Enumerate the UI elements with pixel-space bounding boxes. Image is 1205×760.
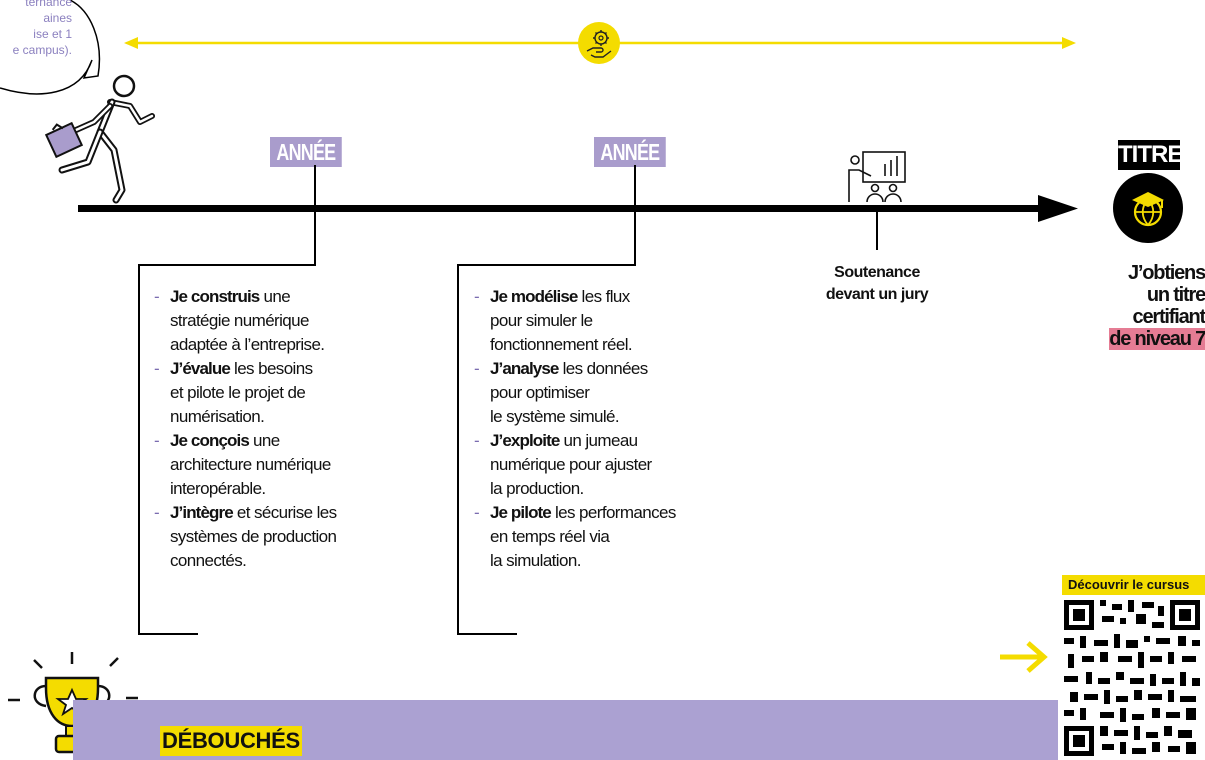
year-1-connector <box>314 165 316 265</box>
speech-bubble <box>0 0 101 95</box>
soutenance-text: Soutenance devant un jury <box>825 264 929 303</box>
bubble-text: ternance aines ise et 1 e campus). <box>12 0 72 57</box>
year-1-bracket-top <box>138 264 316 266</box>
qr-code[interactable] <box>1060 596 1205 760</box>
hand-gear-icon <box>578 22 620 64</box>
year-1-bracket-side <box>138 264 140 634</box>
certification-text: J’obtiens un titre certifiant de niveau … <box>1109 262 1205 350</box>
year-2-bracket-side <box>457 264 459 634</box>
year-2-bracket-top <box>457 264 636 266</box>
arrow-right-icon <box>1000 641 1048 673</box>
soutenance-connector <box>876 208 878 250</box>
timeline-arrow <box>78 195 1078 222</box>
year-1-label: ANNÉE 1 <box>270 137 342 195</box>
titre-label: TITRE <box>1118 140 1183 170</box>
debouches-heading: DÉBOUCHÉS <box>160 726 302 756</box>
cursus-label: Découvrir le cursus <box>1062 575 1205 595</box>
presentation-icon <box>848 151 906 203</box>
year-2-label: ANNÉE 2 <box>594 137 666 195</box>
year-1-bracket-bottom <box>138 633 198 635</box>
year-2-connector <box>634 165 636 265</box>
walking-person-icon <box>44 74 155 204</box>
year-2-bracket-bottom <box>457 633 517 635</box>
graduation-globe-icon <box>1113 173 1183 243</box>
